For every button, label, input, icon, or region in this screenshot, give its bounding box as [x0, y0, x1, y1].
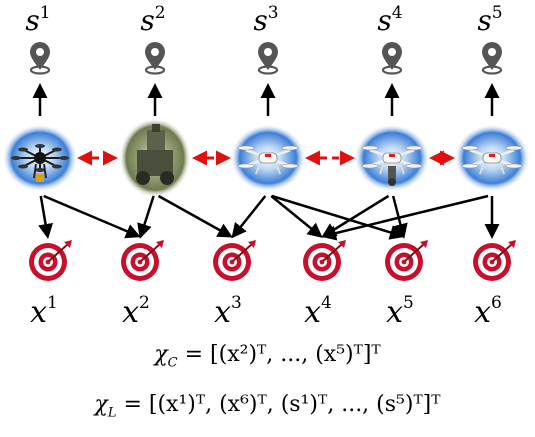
location-pin-icon: [481, 42, 503, 75]
location-pin-icon: [144, 42, 166, 75]
bullseye-target-icon: [213, 240, 256, 281]
diagram-figure: s1 s2 s3 s4 s5 x1 x2 x3 x4 x5 x6: [2, 3, 530, 330]
target-label: x6: [474, 293, 502, 330]
target-label: x5: [386, 293, 414, 330]
state-label: s2: [140, 3, 165, 37]
measurement-arrow: [43, 194, 141, 239]
chi-l-subscript: L: [107, 405, 117, 421]
chi-c-symbol: χ: [154, 342, 168, 367]
location-pin-icon: [257, 42, 279, 75]
chi-c-subscript: C: [167, 355, 178, 371]
quadcopter-drone-icon: [230, 124, 306, 192]
target-label: x2: [122, 293, 150, 330]
target-label: x3: [214, 293, 242, 330]
measurement-arrow: [271, 194, 405, 240]
bullseye-target-icon: [121, 240, 164, 281]
measurement-arrow: [321, 194, 489, 241]
state-label: s4: [377, 3, 402, 37]
state-arrows: [32, 83, 500, 116]
agent-row: [2, 118, 530, 198]
state-label: s3: [253, 3, 278, 37]
chi-l-formula: χL = [(x¹)ᵀ, (x⁶)ᵀ, (s¹)ᵀ, ..., (s⁵)ᵀ]ᵀ: [0, 392, 535, 420]
measurement-arrow: [270, 195, 323, 238]
ground-robot-icon: [119, 118, 191, 198]
measurement-arrows: [38, 194, 500, 241]
location-pin-icon: [29, 42, 51, 75]
camera-quadcopter-drone-icon: [354, 124, 430, 192]
target-label: x1: [30, 293, 58, 330]
chi-l-expression: = [(x¹)ᵀ, (x⁶)ᵀ, (s¹)ᵀ, ..., (s⁵)ᵀ]ᵀ: [116, 392, 441, 417]
measurement-arrow: [157, 194, 233, 238]
location-pin-icon: [381, 42, 403, 75]
quadcopter-drone-icon: [454, 124, 530, 192]
chi-l-symbol: χ: [94, 392, 108, 417]
state-label: s5: [477, 3, 502, 37]
bullseye-target-icon: [29, 240, 72, 281]
octocopter-drone-icon: [2, 124, 78, 192]
chi-c-formula: χC = [(x²)ᵀ, ..., (x⁵)ᵀ]ᵀ: [0, 342, 535, 370]
measurement-arrow: [231, 195, 267, 239]
measurement-arrow: [137, 195, 155, 239]
bullseye-target-icon: [303, 240, 346, 281]
bullseye-target-icon: [385, 240, 428, 281]
chi-c-expression: = [(x²)ᵀ, ..., (x⁵)ᵀ]ᵀ: [177, 342, 381, 367]
measurement-arrow: [391, 195, 408, 239]
bullseye-target-icon: [473, 240, 516, 281]
target-labels: x1 x2 x3 x4 x5 x6: [30, 293, 502, 330]
state-label: s1: [25, 3, 50, 37]
measurement-arrow: [38, 195, 53, 239]
state-row: s1 s2 s3 s4 s5: [25, 3, 503, 75]
target-label: x4: [304, 293, 332, 330]
target-row: [29, 240, 516, 281]
